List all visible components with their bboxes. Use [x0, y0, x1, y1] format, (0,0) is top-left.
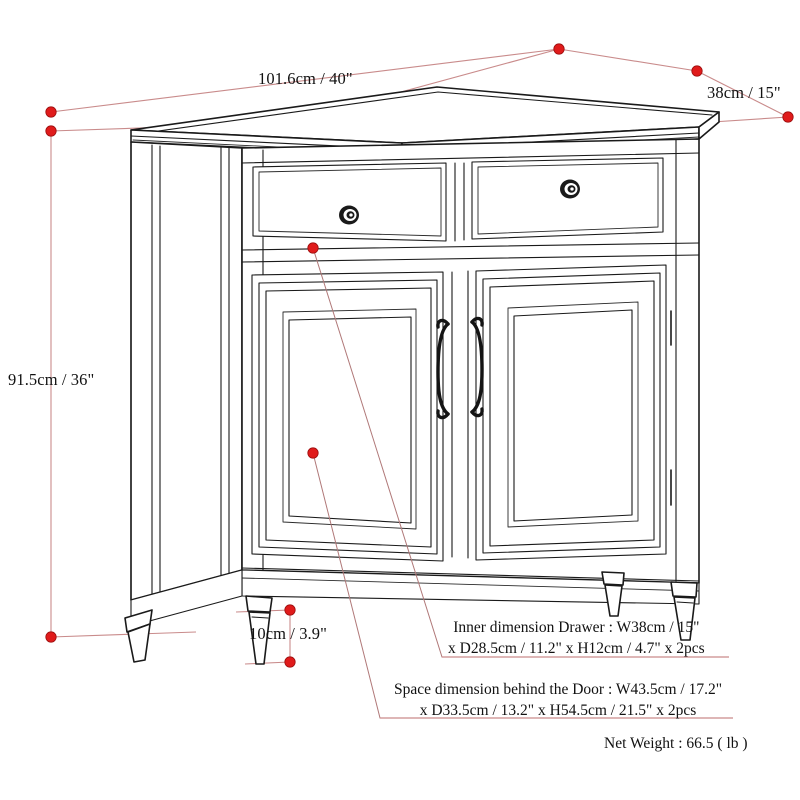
knob-right-drawer[interactable]	[560, 179, 580, 199]
door-space-dimension-note: Space dimension behind the Door : W43.5c…	[394, 679, 722, 722]
drawer-bottom-rail-2	[241, 254, 700, 263]
width-dimension-line	[50, 48, 560, 113]
leg-fr-line	[676, 601, 694, 604]
marker-width-left	[45, 106, 57, 118]
right-top-corner-edge	[698, 121, 720, 140]
handle-right-bottom-foot	[470, 407, 484, 418]
door-right-slab	[475, 264, 667, 561]
door-left-panel	[288, 316, 412, 524]
handle-left-bottom-foot	[436, 409, 450, 420]
leg-fr-collar	[670, 581, 698, 598]
door-left-panel-edge	[282, 308, 417, 530]
leg-back-left	[124, 609, 153, 663]
handle-left-top-foot	[436, 318, 450, 329]
marker-height-top	[45, 125, 57, 137]
leg-br-taper	[604, 584, 623, 617]
drawer-inner-dimension-note: Inner dimension Drawer : W38cm / 15" x D…	[448, 617, 705, 660]
marker-height-bottom	[45, 631, 57, 643]
door-right-frame-inner	[489, 280, 655, 547]
marker-depth-start	[691, 65, 703, 77]
drawer-right[interactable]	[471, 157, 664, 240]
drawer-note-line-1: Inner dimension Drawer : W38cm / 15"	[453, 619, 700, 636]
drawer-left-front	[252, 162, 447, 242]
leg-bl-taper	[127, 623, 151, 663]
height-dimension-label: 91.5cm / 36"	[8, 370, 95, 389]
knob-right-center	[570, 187, 574, 191]
width-dimension-label: 101.6cm / 40"	[258, 69, 353, 88]
door-left-frame-inner	[265, 287, 432, 548]
dimension-markers-group	[45, 43, 794, 668]
leg-front-right	[670, 581, 698, 641]
marker-leg-bottom	[284, 656, 296, 668]
marker-width-right	[553, 43, 565, 55]
cabinet-left-side-panel	[130, 141, 243, 601]
handle-left-bar	[436, 322, 450, 416]
bottom-apron-groove	[241, 577, 700, 592]
marker-door-callout	[307, 447, 319, 459]
leg-fl-taper	[248, 611, 271, 665]
handle-right-door[interactable]	[470, 316, 484, 418]
drawer-top-rail	[241, 152, 700, 164]
drawer-right-bevel	[477, 162, 659, 235]
height-bottom-extension	[50, 631, 197, 638]
door-left[interactable]	[251, 271, 444, 562]
leg-height-bottom-extension	[244, 661, 291, 665]
handle-right-top-foot	[470, 316, 484, 327]
net-weight-label: Net Weight : 66.5 ( lb )	[604, 735, 748, 752]
leg-height-dimension-label: 10cm / 3.9"	[249, 624, 327, 643]
width-dimension-line-right	[558, 48, 698, 72]
leg-fl-collar	[245, 595, 273, 613]
marker-depth-end	[782, 111, 794, 123]
leg-fl-line	[251, 616, 269, 619]
door-right-panel-edge	[507, 301, 639, 528]
depth-dimension-label: 38cm / 15"	[707, 83, 781, 102]
knob-left-center	[349, 213, 353, 217]
cabinet-illustration	[124, 86, 720, 665]
marker-drawer-callout	[307, 242, 319, 254]
door-note-line-1: Space dimension behind the Door : W43.5c…	[394, 681, 723, 698]
marker-leg-top	[284, 604, 296, 616]
leg-back-right	[601, 571, 625, 617]
cabinet-top-inner-edge	[136, 91, 713, 135]
drawer-left[interactable]	[252, 162, 447, 242]
knob-left-drawer[interactable]	[339, 205, 359, 225]
drawer-right-front	[471, 157, 664, 240]
door-left-frame-outer	[258, 279, 438, 555]
handle-left-door[interactable]	[436, 318, 450, 420]
door-right-frame-outer	[482, 272, 661, 554]
drawer-note-line-2: x D28.5cm / 11.2" x H12cm / 4.7" x 2pcs	[448, 640, 705, 658]
door-right[interactable]	[475, 264, 667, 561]
drawer-left-bevel	[258, 167, 442, 237]
leg-front-left	[245, 595, 273, 665]
leg-fr-taper	[673, 596, 696, 641]
callout-leaders-group	[312, 247, 733, 719]
door-left-slab	[251, 271, 444, 562]
depth-dimension-line	[696, 70, 789, 118]
door-note-line-2: x D33.5cm / 13.2" x H54.5cm / 21.5" x 2p…	[419, 702, 697, 720]
handle-right-bar	[470, 320, 484, 414]
door-right-panel	[513, 309, 633, 522]
leg-br-collar	[601, 571, 625, 586]
